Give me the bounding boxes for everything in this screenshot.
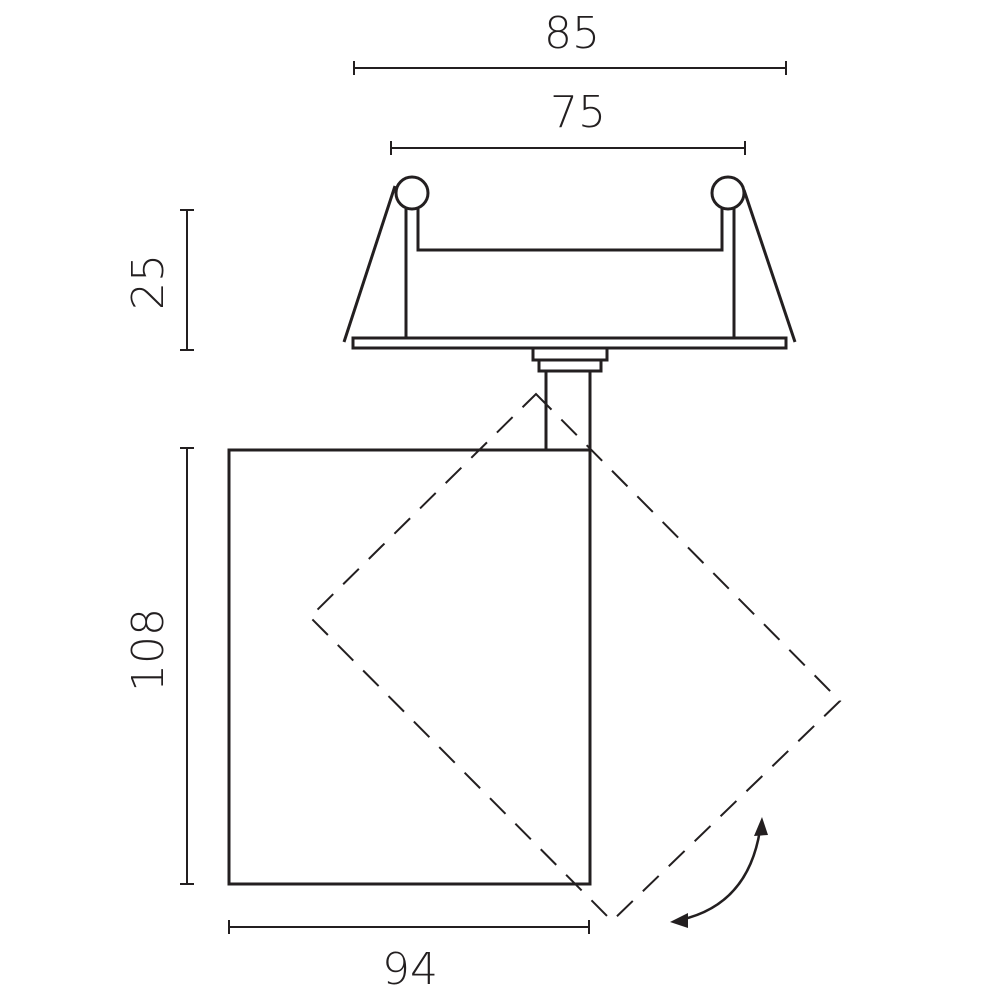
tilted-body-outline: [308, 392, 842, 923]
label-94: 94: [382, 944, 438, 995]
dimension-25: [180, 209, 194, 351]
left-pivot: [394, 175, 430, 211]
spotlight-body: [227, 448, 592, 886]
dimension-85: [353, 61, 787, 75]
label-108: 108: [123, 608, 174, 692]
dimension-75: [390, 141, 746, 155]
dimension-94: [228, 920, 590, 934]
right-pivot: [710, 175, 746, 211]
label-75: 75: [550, 87, 606, 138]
label-25: 25: [123, 254, 174, 310]
label-85: 85: [544, 8, 600, 59]
stem-connector: [531, 346, 609, 450]
tilt-arrow-icon: [670, 817, 768, 928]
mounting-bracket: [342, 175, 797, 350]
dimension-108: [180, 447, 194, 885]
